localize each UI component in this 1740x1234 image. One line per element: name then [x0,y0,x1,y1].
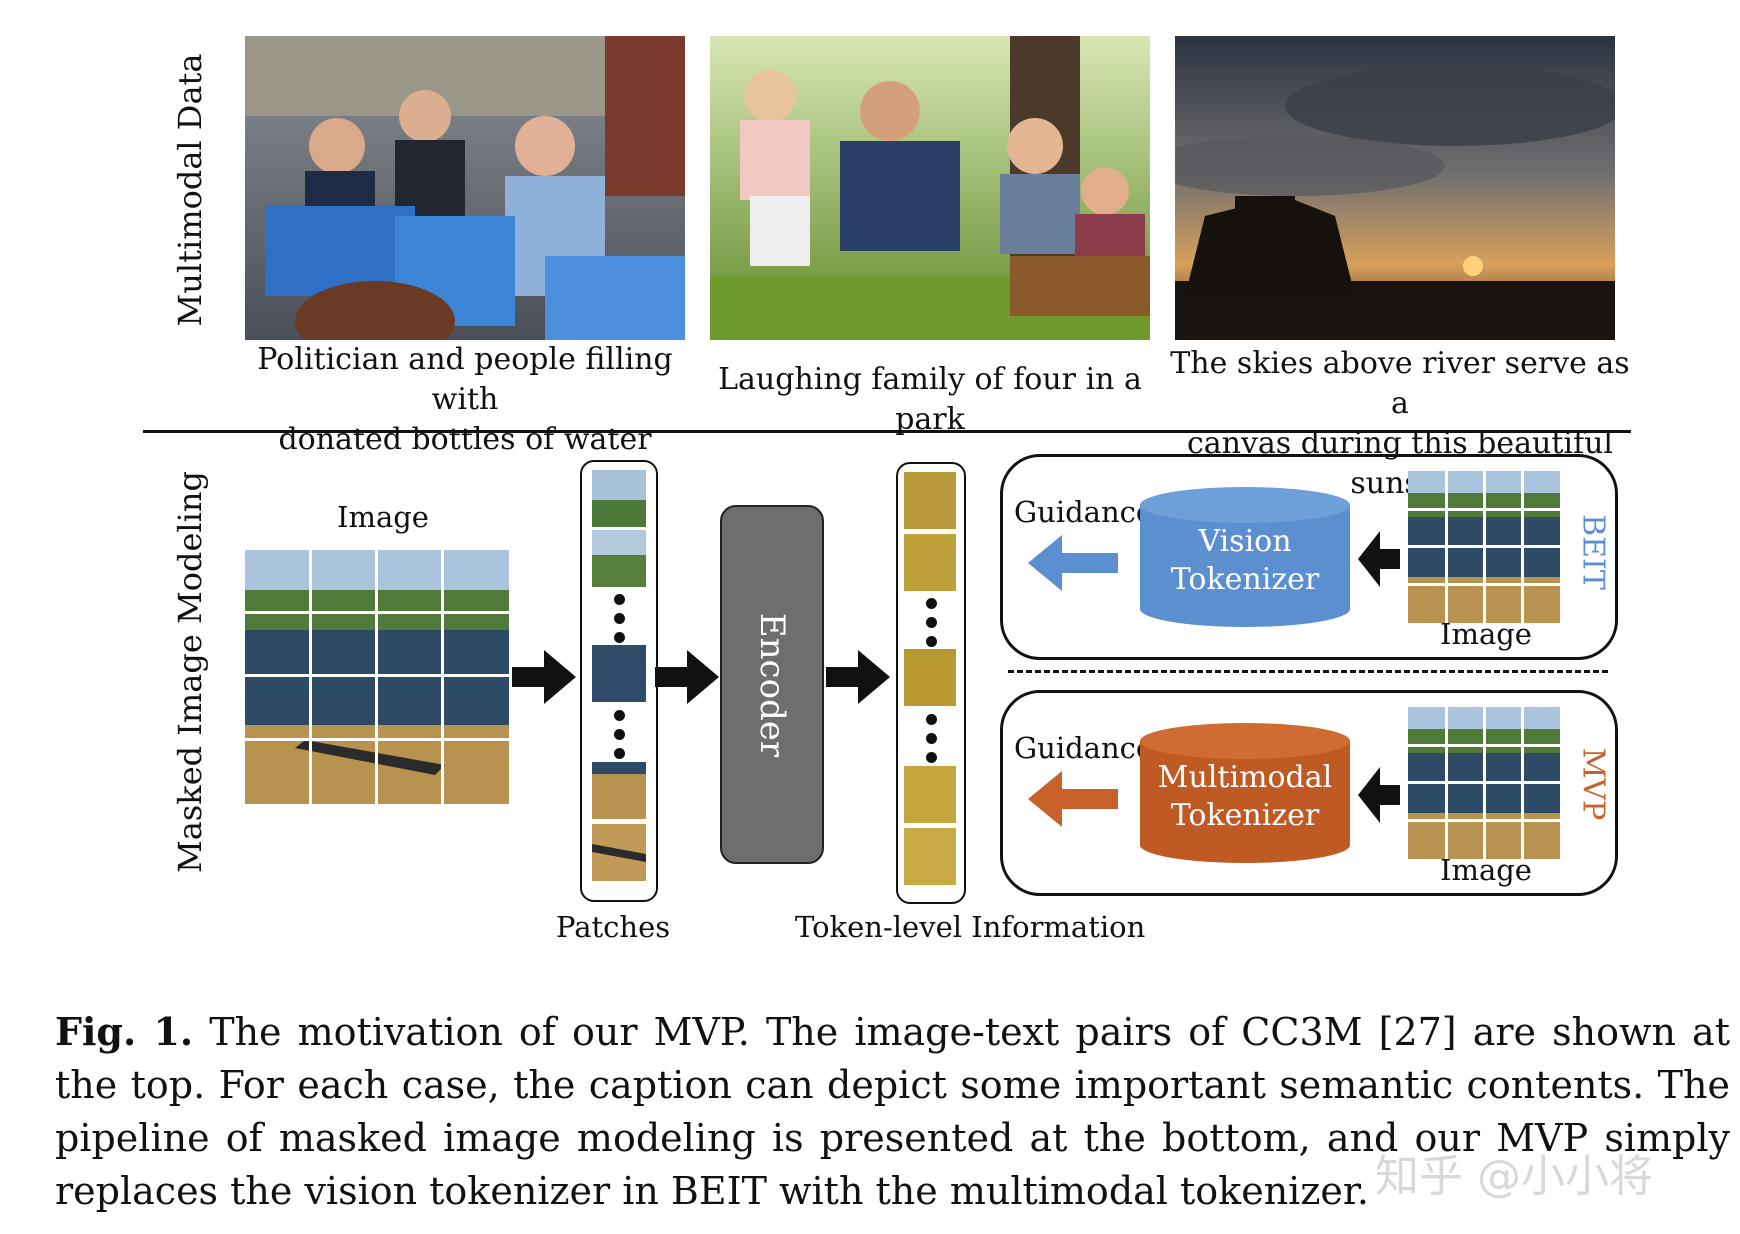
beit-image-label: Image [1440,617,1532,651]
mvp-image-label: Image [1440,853,1532,887]
beit-guidance-label: Guidance [1014,495,1154,529]
patch-1 [592,470,646,527]
beit-input-image [1408,471,1560,623]
patches-label: Patches [556,910,671,944]
caption-photo-1: Politician and people filling with donat… [235,340,695,460]
mvp-panel: Guidance Multimodal Tokenizer Image [1000,690,1618,896]
multimodal-tokenizer: Multimodal Tokenizer [1140,723,1350,863]
arrow-image-to-patches [512,650,576,704]
vision-tokenizer-line-2: Tokenizer [1170,562,1320,597]
mvp-input-arrow [1358,767,1400,823]
figure-caption-text: The motivation of our MVP. The image-tex… [55,1010,1730,1213]
dashed-separator [1008,670,1608,673]
arrow-patches-to-encoder [655,650,719,704]
encoder-label: Encoder [752,612,792,757]
patches-ellipsis-1 [582,594,656,651]
row-label-masked-image-modeling: Masked Image Modeling [171,471,209,873]
pipeline-input-image [245,550,509,804]
tokens-ellipsis-2 [898,714,964,771]
mvp-input-image [1408,707,1560,859]
encoder-block: Encoder [720,505,824,864]
section-divider [143,430,1631,433]
multimodal-tokenizer-line-2: Tokenizer [1170,798,1320,833]
patch-3 [592,645,646,702]
mvp-side-label: MVP [1575,747,1611,821]
token-strip [896,462,966,904]
caption-photo-1-line-1: Politician and people filling with [257,342,673,417]
patches-strip [580,460,658,902]
caption-photo-1-line-2: donated bottles of water [278,422,652,457]
watermark: 知乎 @小小将 [1375,1151,1653,1202]
arrow-encoder-to-tokens [826,650,890,704]
vision-tokenizer: Vision Tokenizer [1140,487,1350,627]
multimodal-tokenizer-line-1: Multimodal [1157,760,1333,795]
patches-ellipsis-2 [582,710,656,767]
photo-politician-water [245,36,685,340]
photo-sunset-river [1175,36,1615,340]
token-level-information-label: Token-level Information [795,910,1146,944]
vision-tokenizer-line-1: Vision [1198,524,1292,559]
patch-2 [592,530,646,587]
patch-4 [592,762,646,819]
caption-photo-2-line-1: Laughing family of four in a park [718,362,1142,437]
beit-panel: Guidance Vision Tokenizer Image [1000,454,1618,660]
pipeline-image-label: Image [337,500,429,534]
token-1 [904,472,956,529]
patch-5 [592,824,646,881]
token-3 [904,649,956,706]
row-label-multimodal-data: Multimodal Data [171,53,209,327]
token-2 [904,534,956,591]
figure-caption: Fig. 1. The motivation of our MVP. The i… [55,1005,1730,1218]
beit-guidance-arrow [1028,535,1118,591]
beit-side-label: BEIT [1575,514,1611,590]
mvp-guidance-arrow [1028,771,1118,827]
mvp-guidance-label: Guidance [1014,731,1154,765]
tokens-ellipsis-1 [898,598,964,655]
token-5 [904,828,956,885]
beit-input-arrow [1358,531,1400,587]
caption-photo-2: Laughing family of four in a park [700,360,1160,440]
photo-family-park [710,36,1150,340]
figure-caption-label: Fig. 1. [55,1009,194,1054]
caption-photo-3-line-1: The skies above river serve as a [1170,346,1630,421]
token-4 [904,766,956,823]
